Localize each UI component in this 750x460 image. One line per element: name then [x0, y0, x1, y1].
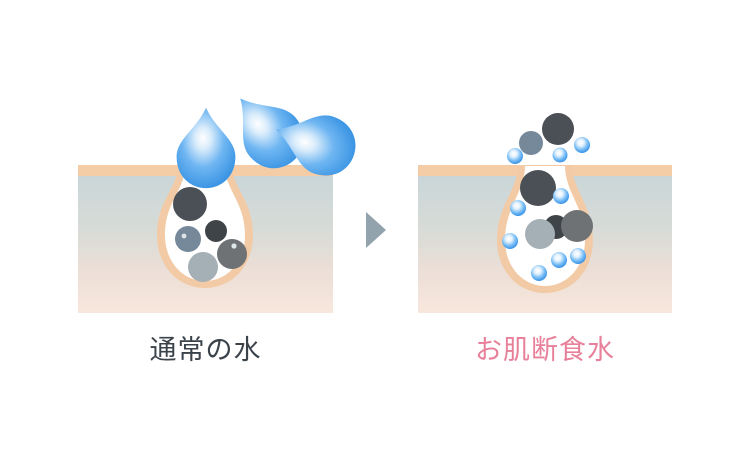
dirt-particle-escaping [542, 113, 574, 145]
skin-surface-right-a [418, 165, 518, 176]
dirt-particle [175, 226, 201, 252]
dirt-particle-escaping [519, 131, 543, 155]
dirt-speck [231, 243, 237, 249]
water-bubble-icon [510, 200, 526, 216]
dirt-particle [561, 210, 593, 242]
water-bubble-icon [531, 265, 547, 281]
water-bubble-icon [552, 147, 568, 163]
dirt-escaping-group-right [519, 113, 574, 155]
dirt-particle [217, 239, 247, 269]
dirt-particle [188, 252, 218, 282]
skin-surface-left-a [78, 165, 178, 176]
water-bubble-icon [574, 137, 590, 153]
water-bubble-icon [570, 248, 586, 264]
dirt-speck [181, 233, 187, 239]
transition-arrow-icon [366, 212, 386, 248]
panel-right-caption: お肌断食水 [475, 335, 615, 366]
dirt-group-left [173, 187, 247, 282]
water-bubble-icon [551, 252, 567, 268]
water-bubble-group-right [502, 137, 590, 281]
panel-right [418, 113, 672, 313]
dirt-particle [205, 220, 227, 242]
water-bubble-icon [553, 188, 569, 204]
panel-left [78, 79, 364, 313]
dirt-particle [173, 187, 207, 221]
dirt-group-right [520, 170, 593, 249]
water-bubble-icon [502, 233, 518, 249]
dirt-particle [520, 170, 556, 206]
skin-surface-right-b [572, 165, 672, 176]
water-droplet-icon [176, 107, 236, 189]
skin-surface-left-b [232, 165, 333, 176]
water-bubble-icon [507, 148, 523, 164]
panel-left-caption: 通常の水 [149, 335, 262, 366]
dirt-particle [525, 219, 555, 249]
